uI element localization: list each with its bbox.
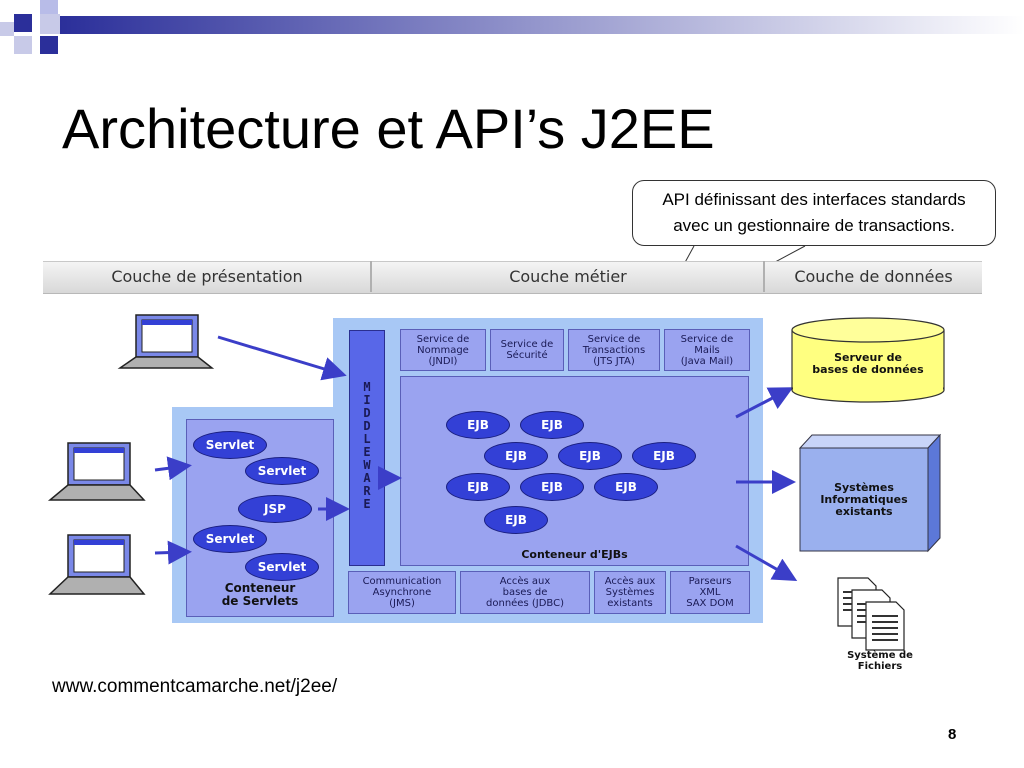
legacy-systems-icon xyxy=(798,433,942,553)
arrow xyxy=(154,540,192,565)
layer-separator xyxy=(763,261,765,292)
ejb-ellipse: EJB xyxy=(484,442,548,470)
ejb-ellipse: EJB xyxy=(446,473,510,501)
layer-separator xyxy=(370,261,372,292)
servlet-ellipse: Servlet xyxy=(245,457,319,485)
middleware-letter: L xyxy=(363,432,371,446)
client-computer-icon xyxy=(117,314,215,369)
middleware-letter: M xyxy=(363,380,371,394)
servlet-ellipse: Servlet xyxy=(245,553,319,581)
middleware-letter: I xyxy=(363,393,371,407)
ejb-ellipse: EJB xyxy=(520,411,584,439)
legacy-systems-label: Systèmes Informatiques existants xyxy=(820,481,908,518)
middleware-letter: R xyxy=(363,484,371,498)
service-box: Accès aux bases de données (JDBC) xyxy=(460,571,590,614)
client-computer-icon xyxy=(48,534,146,595)
service-box: Service de Transactions (JTS JTA) xyxy=(568,329,660,371)
arrow xyxy=(735,387,794,419)
middleware-letter: D xyxy=(363,406,371,420)
service-box: Accès aux Systèmes existants xyxy=(594,571,666,614)
deco-square xyxy=(14,36,32,54)
ejb-ellipse: EJB xyxy=(520,473,584,501)
deco-square xyxy=(40,0,58,14)
file-system-icon xyxy=(837,577,905,651)
middleware-letter: D xyxy=(363,419,371,433)
servlet-container-label: Conteneur de Servlets xyxy=(221,581,299,608)
ejb-ellipse: EJB xyxy=(558,442,622,470)
arrow xyxy=(217,335,347,381)
client-computer-icon xyxy=(47,442,146,501)
deco-square xyxy=(40,14,60,34)
top-gradient-bar xyxy=(60,16,1024,34)
callout-line-1: API définissant des interfaces standards xyxy=(662,190,966,209)
layer-header-business: Couche métier xyxy=(509,267,627,286)
ejb-ellipse: EJB xyxy=(446,411,510,439)
service-box: Communication Asynchrone (JMS) xyxy=(348,571,456,614)
servlet-ellipse: Servlet xyxy=(193,431,267,459)
database-icon xyxy=(791,317,945,403)
service-box: Service de Sécurité xyxy=(490,329,564,371)
jsp-ellipse: JSP xyxy=(238,495,312,523)
database-label: Serveur de bases de données xyxy=(812,351,924,376)
layer-header-data: Couche de données xyxy=(794,267,953,286)
arrow xyxy=(735,544,798,581)
ejb-container xyxy=(400,376,749,566)
servlet-ellipse: Servlet xyxy=(193,525,267,553)
deco-square xyxy=(0,22,14,36)
middleware-letter: E xyxy=(363,497,371,511)
middleware-letter: E xyxy=(363,445,371,459)
service-box: Service de Mails (Java Mail) xyxy=(664,329,750,371)
middleware-bar xyxy=(349,330,385,566)
deco-square xyxy=(14,14,32,32)
file-system-label: Système de Fichiers xyxy=(847,650,913,672)
layer-header-presentation: Couche de présentation xyxy=(111,267,303,286)
ejb-container-label: Conteneur d'EJBs xyxy=(521,548,628,561)
ejb-ellipse: EJB xyxy=(632,442,696,470)
callout-line-2: avec un gestionnaire de transactions. xyxy=(673,216,955,235)
page-number: 8 xyxy=(948,726,957,743)
middleware-letter: A xyxy=(363,471,371,485)
callout-box: API définissant des interfaces standards… xyxy=(632,180,996,246)
service-box: Service de Nommage (JNDI) xyxy=(400,329,486,371)
ejb-ellipse: EJB xyxy=(594,473,658,501)
middleware-letter: W xyxy=(363,458,371,472)
layer-header-bar xyxy=(43,261,982,294)
slide-decoration xyxy=(0,0,1024,54)
deco-square xyxy=(40,36,58,54)
arrow xyxy=(154,456,192,481)
slide-title: Architecture et API’s J2EE xyxy=(62,97,715,160)
service-box: Parseurs XML SAX DOM xyxy=(670,571,750,614)
ejb-ellipse: EJB xyxy=(484,506,548,534)
source-url: www.commentcamarche.net/j2ee/ xyxy=(52,676,338,697)
